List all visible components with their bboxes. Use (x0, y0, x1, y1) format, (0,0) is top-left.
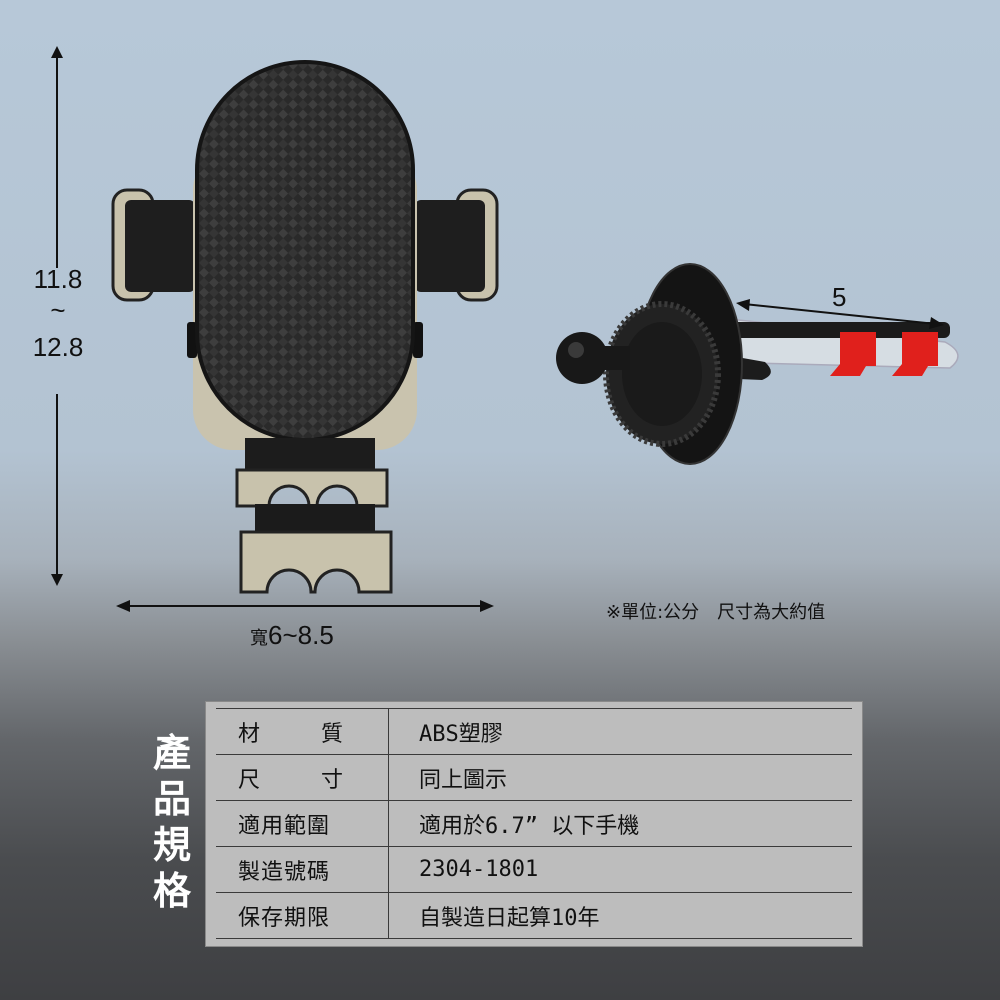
spec-table-panel: 材質 ABS塑膠 尺寸 同上圖示 適用範圍 適用於6.7” 以下手機 製造號碼 … (206, 702, 862, 946)
height-dimension-line-bottom (56, 394, 58, 578)
spec-table: 材質 ABS塑膠 尺寸 同上圖示 適用範圍 適用於6.7” 以下手機 製造號碼 … (216, 708, 852, 939)
width-label-prefix: 寬 (250, 628, 268, 649)
spec-value-material: ABS塑膠 (388, 708, 852, 755)
spec-value-size: 同上圖示 (388, 754, 852, 801)
clip-length-arrow-icon (736, 299, 944, 329)
table-row: 尺寸 同上圖示 (216, 754, 852, 801)
spec-title-char-2: 品 (152, 777, 191, 821)
spec-value-range: 適用於6.7” 以下手機 (388, 800, 852, 847)
height-label-2: 12.8 (32, 332, 84, 362)
table-row: 保存期限 自製造日起算10年 (216, 892, 852, 939)
spec-title-char-1: 產 (152, 731, 191, 775)
phone-holder-front-image (111, 60, 499, 594)
spec-key-material: 材質 (216, 708, 389, 755)
spec-title: 產 品 規 格 (150, 730, 194, 914)
table-row: 適用範圍 適用於6.7” 以下手機 (216, 800, 852, 847)
spec-title-char-4: 格 (152, 869, 191, 913)
spec-value-serial: 2304-1801 (388, 846, 852, 893)
height-arrow-up-icon (51, 46, 63, 58)
table-row: 材質 ABS塑膠 (216, 708, 852, 755)
unit-note: ※單位:公分 尺寸為大約值 (606, 602, 826, 623)
height-label-tilde: ~ (50, 295, 66, 325)
height-arrow-down-icon (51, 574, 63, 586)
clip-length-label: 5 (832, 282, 847, 312)
spec-key-size: 尺寸 (216, 754, 389, 801)
table-row: 製造號碼 2304-1801 (216, 846, 852, 893)
height-label-1: 11.8 (33, 264, 83, 294)
height-dimension-line-top (56, 56, 58, 268)
width-label-value: 6~8.5 (268, 620, 334, 650)
spec-title-char-3: 規 (152, 823, 191, 867)
spec-key-range: 適用範圍 (216, 800, 389, 847)
spec-value-shelf-life: 自製造日起算10年 (388, 892, 852, 939)
width-dimension-arrow-icon (116, 600, 494, 612)
spec-key-part: 尺 (238, 767, 262, 793)
spec-key-shelf-life: 保存期限 (216, 892, 389, 939)
spec-key-serial: 製造號碼 (216, 846, 389, 893)
spec-key-part: 材 (238, 721, 262, 747)
spec-key-part: 質 (320, 721, 344, 747)
spec-key-part: 寸 (320, 767, 344, 793)
width-label: 寬6~8.5 (250, 620, 370, 651)
vent-clip-side-image (556, 263, 959, 465)
